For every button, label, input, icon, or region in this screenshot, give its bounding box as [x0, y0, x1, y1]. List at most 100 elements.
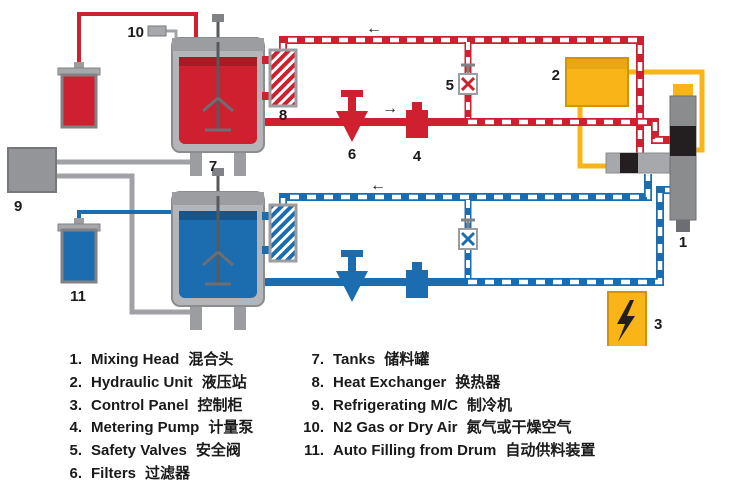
legend-item-control-panel: 3. Control Panel 控制柜: [52, 394, 280, 417]
metering-pump-red: [406, 102, 428, 138]
legend-label-en: Safety Valves: [91, 442, 187, 460]
valve-blue-cross-2: [460, 231, 476, 247]
filter-blue-funnel: [336, 271, 368, 302]
filter-blue-cap: [341, 250, 363, 257]
blue-agitator-blades: [202, 250, 234, 286]
callout-labels: 10 7 8 6 4 5 2 1 9 11 3: [14, 24, 687, 333]
legend-label-en: Heat Exchanger: [333, 373, 447, 391]
legend-label-en: N2 Gas or Dry Air: [333, 419, 458, 437]
hx-red-body: [268, 48, 298, 108]
blue-supply-dashed-dashes: [468, 187, 670, 285]
filter-red-cap: [341, 90, 363, 97]
control-panel: [607, 291, 647, 346]
legend-item-heat-exchanger: 8. Heat Exchanger 换热器: [294, 371, 595, 394]
legend-item-filters: 6. Filters 过滤器: [52, 462, 280, 485]
pump-red-body: [406, 110, 428, 138]
flow-arrows: ← → ←: [366, 20, 398, 194]
n2-fitting-icon: [147, 25, 167, 37]
legend-label-en: Control Panel: [91, 396, 189, 414]
callout-heat-exchanger: 8: [279, 107, 287, 124]
hydraulic-hose-left: [577, 106, 606, 169]
legend-label-zh: 储料罐: [384, 351, 430, 368]
legend-column-right: 7. Tanks 储料罐 8. Heat Exchanger 换热器 9. Re…: [294, 348, 595, 485]
heat-exchanger-blue: [262, 203, 298, 263]
blue-drum-body: [60, 228, 98, 284]
legend-number: 6.: [69, 464, 82, 482]
callout-filter: 6: [348, 146, 356, 163]
legend-number: 7.: [311, 351, 324, 368]
legend-item-metering-pump: 4. Metering Pump 计量泵: [52, 416, 280, 439]
flow-arrow-red-supply: →: [382, 100, 398, 117]
filter-blue-stem: [348, 256, 356, 273]
callout-hydraulic-unit: 2: [552, 67, 560, 84]
pump-red-stem: [412, 102, 422, 112]
legend-item-hydraulic-unit: 2. Hydraulic Unit 液压站: [52, 371, 280, 394]
callout-metering-pump: 4: [413, 148, 422, 165]
legend: 1. Mixing Head 混合头 2. Hydraulic Unit 液压站…: [0, 348, 595, 485]
callout-refrigerating: 9: [14, 198, 22, 215]
safety-valve-blue: [458, 218, 478, 250]
hx-red-stub-bottom: [262, 92, 272, 100]
legend-label-en: Filters: [91, 464, 137, 482]
legend-item-auto-filling: 11. Auto Filling from Drum 自动供料装置: [294, 439, 595, 462]
red-agitator-motor: [212, 14, 224, 22]
red-return-dashes: [280, 37, 643, 155]
mixing-head-nozzle: [676, 220, 690, 232]
red-agitator-blades: [202, 96, 234, 132]
valve-red-cross-2: [460, 76, 476, 92]
legend-number: 10.: [303, 419, 324, 437]
coolant-pipes: [56, 159, 196, 315]
mixing-head-body: [669, 95, 697, 221]
blue-return-line: [279, 174, 652, 207]
legend-number: 5.: [69, 442, 82, 460]
legend-item-refrigerating: 9. Refrigerating M/C 制冷机: [294, 394, 595, 417]
legend-label-zh: 安全阀: [195, 442, 241, 460]
blue-return-dashes: [280, 174, 651, 207]
legend-label-en: Auto Filling from Drum: [333, 442, 497, 460]
legend-number: 3.: [69, 396, 82, 414]
n2-inlet-pipe: [166, 29, 178, 40]
hydraulic-unit-top-band: [567, 59, 627, 69]
red-drum: [57, 62, 101, 129]
legend-number: 2.: [69, 373, 82, 391]
callout-control-panel: 3: [654, 316, 662, 333]
mixing-head-arm: [605, 152, 673, 174]
red-return-line: [279, 36, 644, 155]
mixing-head: [605, 84, 697, 232]
blue-drum-feed-pipe: [77, 210, 176, 220]
legend-item-mixing-head: 1. Mixing Head 混合头: [52, 348, 280, 371]
legend-label-zh: 计量泵: [208, 419, 254, 437]
red-tank: [171, 14, 265, 176]
legend-item-n2-gas: 10. N2 Gas or Dry Air 氮气或干燥空气: [294, 416, 595, 439]
hx-blue-stub-top: [262, 212, 272, 220]
legend-label-zh: 换热器: [455, 373, 501, 391]
pump-blue-stem: [412, 262, 422, 272]
legend-label-zh: 制冷机: [467, 396, 513, 414]
legend-number: 4.: [69, 419, 82, 437]
legend-number: 1.: [69, 351, 82, 368]
callout-mixing-head: 1: [679, 234, 687, 251]
legend-number: 9.: [311, 396, 324, 414]
red-drum-feed-pipe: [77, 12, 198, 64]
legend-label-en: Tanks: [333, 351, 376, 368]
blue-tank-leg-left: [190, 304, 202, 330]
legend-label-en: Metering Pump: [91, 419, 200, 437]
pump-blue-body: [406, 270, 428, 298]
callout-safety-valve: 5: [446, 77, 454, 94]
lightning-icon: [617, 300, 635, 342]
legend-label-zh: 液压站: [201, 373, 247, 391]
blue-tank-leg-right: [234, 304, 246, 330]
legend-item-safety-valves: 5. Safety Valves 安全阀: [52, 439, 280, 462]
legend-label-zh: 控制柜: [197, 396, 243, 414]
red-supply-dashed: [468, 118, 670, 144]
legend-label-zh: 混合头: [188, 351, 234, 368]
legend-column-left: 1. Mixing Head 混合头 2. Hydraulic Unit 液压站…: [52, 348, 280, 485]
coolant-pipe-blue-tank: [56, 173, 192, 315]
legend-label-en: Hydraulic Unit: [91, 373, 193, 391]
legend-item-tanks: 7. Tanks 储料罐: [294, 348, 595, 371]
filter-red: [336, 90, 368, 142]
hydraulic-hose-right: [628, 69, 705, 153]
blue-drum-neck: [74, 218, 84, 226]
hx-blue-stub-bottom: [262, 246, 272, 254]
